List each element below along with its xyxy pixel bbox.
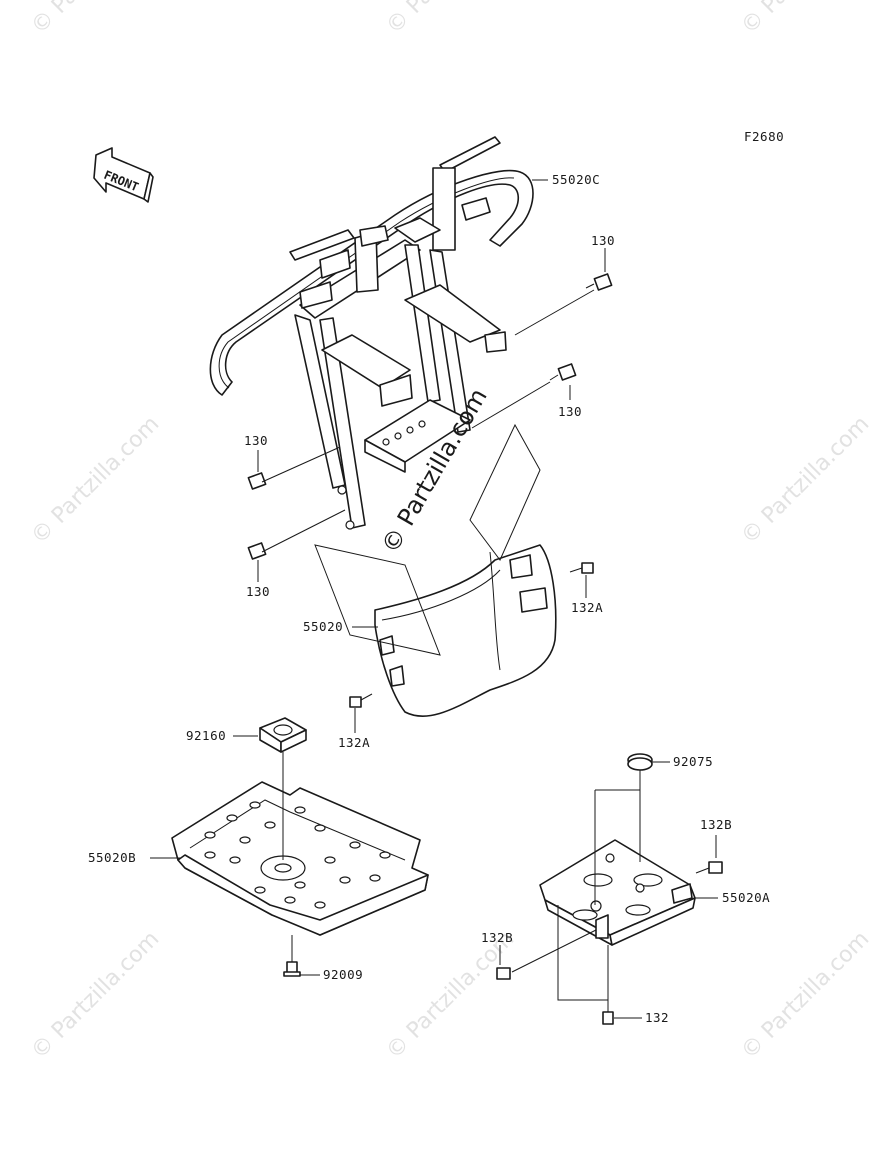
bolt-130-left-1-icon (247, 472, 267, 490)
bolt-130-top-icon (585, 273, 613, 291)
callout-55020: 55020 (303, 619, 343, 634)
bolt-130-left-2-icon (247, 542, 267, 560)
damper-92160 (259, 717, 307, 753)
guard-55020A (539, 839, 696, 946)
callout-132: 132 (645, 1010, 669, 1025)
cap-92075 (627, 753, 653, 771)
watermark: © Partzilla.com (737, 927, 875, 1065)
callout-55020B: 55020B (88, 850, 136, 865)
front-cover-55020 (314, 423, 557, 717)
watermark: © Partzilla.com (737, 0, 875, 39)
bolt-icons (247, 273, 723, 1025)
watermark: © Partzilla.com (27, 927, 165, 1065)
callout-92160: 92160 (186, 728, 226, 743)
watermark: © Partzilla.com (737, 412, 875, 550)
bolt-130-right-icon (549, 363, 577, 381)
bolt-132B-top-icon (695, 861, 723, 874)
callout-92075: 92075 (673, 754, 713, 769)
callout-130: 130 (558, 404, 582, 419)
watermark: © Partzilla.com (27, 0, 165, 39)
callout-labels: 55020C 130 130 130 130 132A 55020 132A 9… (88, 172, 770, 1025)
callout-132B: 132B (481, 930, 513, 945)
plate-holes (204, 801, 391, 909)
skid-plate-55020B (171, 781, 429, 936)
callout-130: 130 (244, 433, 268, 448)
bolt-132-icon (602, 1000, 614, 1025)
callout-132A: 132A (571, 600, 603, 615)
callout-55020A: 55020A (722, 890, 770, 905)
callout-130: 130 (246, 584, 270, 599)
callout-130: 130 (591, 233, 615, 248)
bolt-132A-left-icon (349, 693, 373, 708)
callout-132A: 132A (338, 735, 370, 750)
front-guard-frame-55020C (209, 136, 534, 530)
watermark: © Partzilla.com (27, 412, 165, 550)
bolt-92009-icon (283, 950, 301, 977)
callout-55020C: 55020C (552, 172, 600, 187)
front-arrow-icon: FRONT (93, 147, 154, 203)
leader-lines (150, 179, 718, 1019)
watermark: © Partzilla.com (382, 927, 520, 1065)
watermark: © Partzilla.com (382, 0, 520, 39)
bolt-132A-right-icon (569, 562, 594, 574)
callout-132B: 132B (700, 817, 732, 832)
callout-92009: 92009 (323, 967, 363, 982)
bolt-132B-left-icon (496, 967, 511, 980)
figure-code: F2680 (744, 129, 784, 144)
